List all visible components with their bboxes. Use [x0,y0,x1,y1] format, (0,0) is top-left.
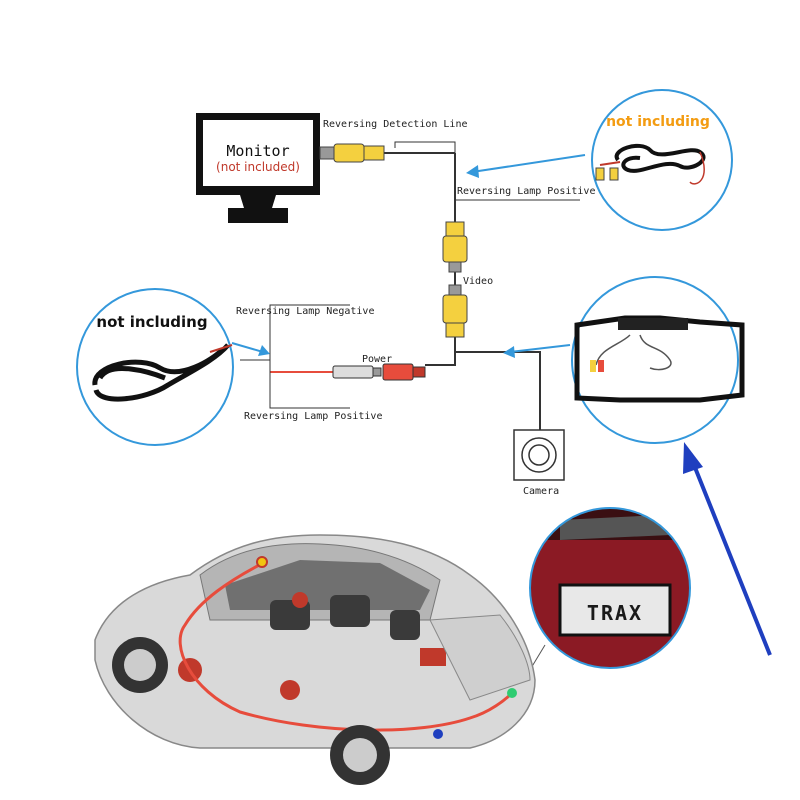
rca-connector-monitor [319,143,385,163]
callout-left-text: not including [96,313,207,331]
label-camera: Camera [523,486,559,497]
monitor-note: (not included) [216,160,300,174]
label-reversing-detection-line: Reversing Detection Line [323,119,468,130]
camera-icon [513,429,565,481]
callout-top-right-text: not including [606,114,710,130]
callout-power-cable [76,288,234,446]
callout-rear-plate [521,507,691,684]
monitor-icon [196,113,320,223]
car-illustration [94,534,536,785]
label-video: Video [463,276,493,287]
label-power: Power [362,354,392,365]
label-reversing-lamp-negative: Reversing Lamp Negative [236,306,374,317]
power-connector [332,363,426,381]
monitor-title: Monitor [226,142,289,160]
arrow-icon [231,342,270,356]
rca-connector-top [442,221,468,273]
callout-camera-frame [571,276,745,444]
rca-connector-bottom [442,284,468,338]
plate-text: TRAX [587,601,643,625]
label-reversing-lamp-positive-top: Reversing Lamp Positive [457,186,595,197]
label-reversing-lamp-positive-bottom: Reversing Lamp Positive [244,411,382,422]
big-arrow-icon [683,442,772,656]
arrow-icon [466,154,586,178]
callout-extension-cable [591,89,733,231]
arrow-icon [503,344,571,358]
